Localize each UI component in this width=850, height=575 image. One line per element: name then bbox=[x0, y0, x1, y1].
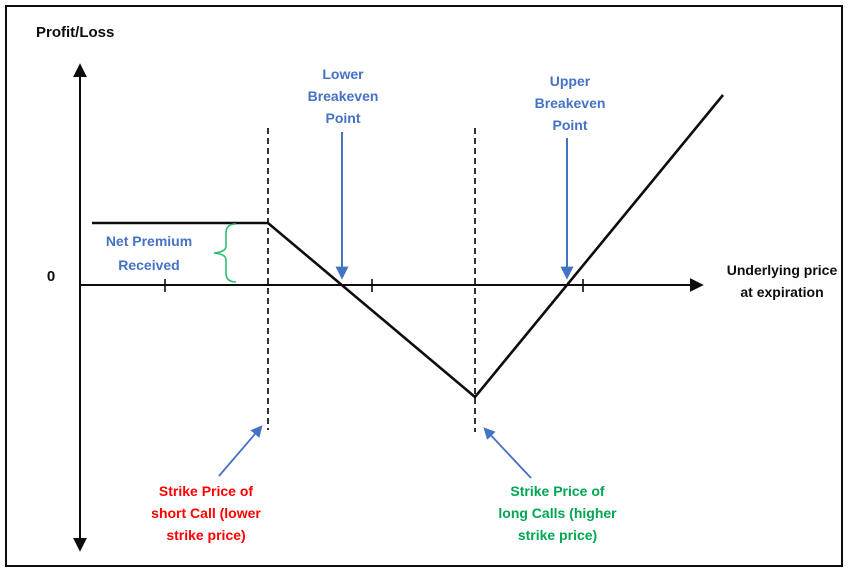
net-premium-brace bbox=[213, 223, 237, 283]
label-line: Received bbox=[118, 257, 180, 273]
origin-zero-label: 0 bbox=[46, 268, 56, 285]
label-line: at expiration bbox=[740, 284, 824, 300]
label-line: Breakeven bbox=[534, 95, 606, 111]
label-line: Strike Price of bbox=[158, 483, 254, 499]
long-strike-label: Strike Price of long Calls (higher strik… bbox=[470, 480, 645, 546]
y-axis-title: Profit/Loss bbox=[36, 24, 115, 41]
label-line: Upper bbox=[549, 73, 591, 89]
x-axis-title: Underlying price at expiration bbox=[719, 259, 845, 303]
x-axis-ticks bbox=[164, 279, 584, 292]
short-strike-arrow bbox=[218, 425, 263, 477]
label-line: Lower bbox=[322, 66, 364, 82]
label-line: Strike Price of bbox=[510, 483, 605, 499]
long-strike-arrow bbox=[483, 427, 532, 479]
label-line: Point bbox=[552, 117, 588, 133]
upper-breakeven-label: Upper Breakeven Point bbox=[510, 70, 630, 136]
label-line: Underlying price bbox=[726, 262, 838, 278]
label-line: Net Premium bbox=[105, 233, 193, 249]
net-premium-label: Net Premium Received bbox=[87, 229, 211, 277]
lower-breakeven-label: Lower Breakeven Point bbox=[283, 63, 403, 129]
label-line: strike price) bbox=[517, 527, 598, 543]
label-line: short Call (lower bbox=[151, 505, 261, 521]
label-line: long Calls (higher bbox=[498, 505, 617, 521]
label-line: strike price) bbox=[166, 527, 246, 543]
label-line: Breakeven bbox=[307, 88, 379, 104]
label-line: Point bbox=[325, 110, 361, 126]
short-strike-label: Strike Price of short Call (lower strike… bbox=[122, 480, 290, 546]
payoff-line bbox=[92, 94, 725, 399]
